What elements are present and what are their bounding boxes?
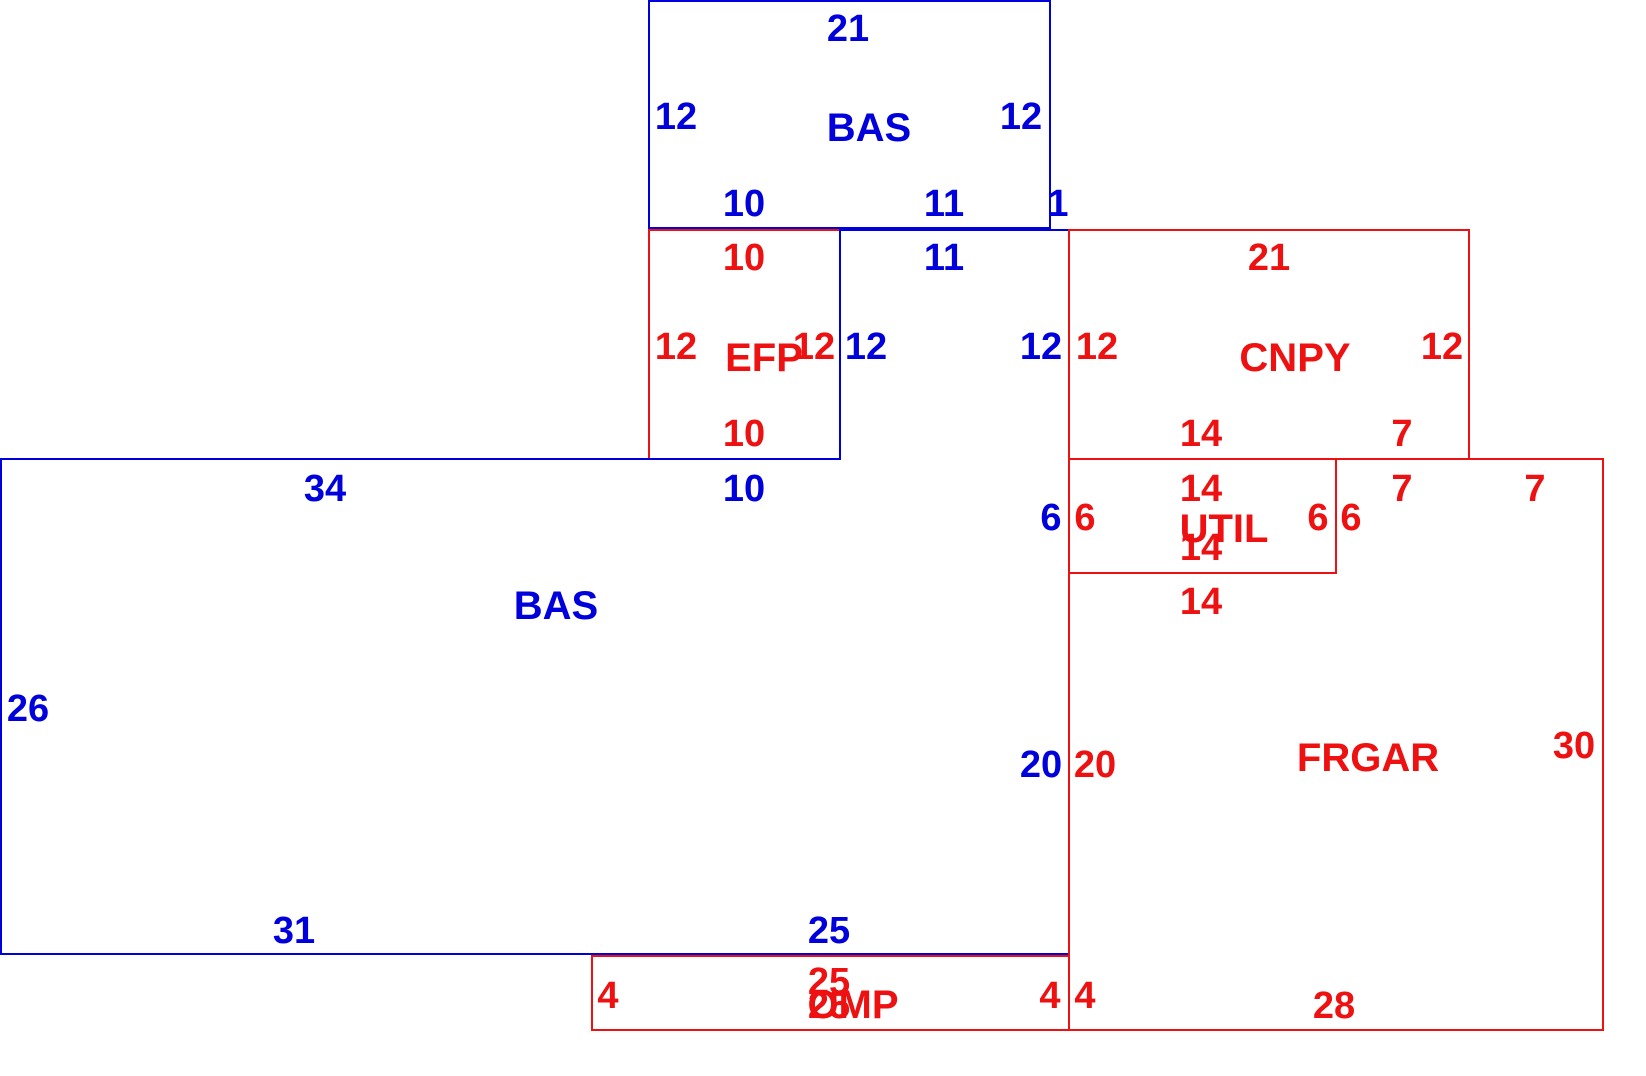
bas-upper-bottom-left-dim: 10	[723, 183, 765, 225]
bas-upper-top-dim: 21	[827, 8, 869, 50]
efp-labels: 10 12 EFP 12 10	[655, 237, 835, 455]
frgar-bottom-dim: 28	[1313, 985, 1355, 1027]
frgar-inner-top-dim: 14	[1180, 581, 1222, 623]
frgar-left-upper-dim: 6	[1340, 497, 1361, 539]
efp-bottom-dim: 10	[723, 413, 765, 455]
efp-top-dim: 10	[723, 237, 765, 279]
bas-main-labels: 11 12 12 34 10 6 BAS 26 20 31 25	[7, 237, 1062, 952]
bas-upper-right-dim: 12	[1000, 96, 1042, 138]
bas-main-top-left-dim: 34	[304, 468, 346, 510]
util-area-name: UTIL	[1180, 507, 1269, 551]
bas-main-top-notch-dim: 10	[723, 468, 765, 510]
bas-main-right-lower-dim: 20	[1020, 744, 1062, 786]
omp-area-name: OMP	[807, 983, 898, 1027]
cnpy-right-dim: 12	[1421, 326, 1463, 368]
omp-top-dim: 25	[808, 961, 850, 1003]
util-top-dim: 14	[1180, 468, 1222, 510]
bas-main-right-upper-dim: 6	[1040, 497, 1061, 539]
util-left-dim: 6	[1074, 497, 1095, 539]
bas-upper-bottom-mid-dim: 11	[924, 183, 964, 225]
omp-labels: 25 4 4 OMP 25	[597, 961, 1060, 1027]
frgar-left-bottom-dim: 4	[1074, 975, 1095, 1017]
cnpy-bottom-left-dim: 14	[1180, 413, 1222, 455]
cnpy-bottom-right-dim: 7	[1391, 413, 1412, 455]
util-bottom-dim: 14	[1180, 527, 1222, 569]
frgar-area-name: FRGAR	[1297, 736, 1439, 780]
omp-bottom-dim: 25	[808, 985, 850, 1027]
frgar-left-lower-dim: 20	[1074, 744, 1116, 786]
bas-main-area-name: BAS	[514, 584, 598, 628]
efp-left-dim: 12	[655, 326, 697, 368]
bas-upper-bottom-right-dim: 1	[1047, 183, 1068, 225]
bas-upper-labels: 21 12 12 BAS 10 11 1	[655, 8, 1069, 225]
omp-right-dim: 4	[1039, 975, 1060, 1017]
frgar-top-right-dim: 7	[1524, 468, 1545, 510]
util-labels: 14 6 UTIL 6 14	[1074, 468, 1328, 569]
omp-left-dim: 4	[597, 975, 618, 1017]
bas-main-bottom-left-dim: 31	[273, 910, 315, 952]
frgar-labels: 7 7 6 14 30 FRGAR 20 4 28	[1074, 468, 1595, 1027]
bas-upper-outline	[648, 0, 1051, 229]
bas-upper-left-dim: 12	[655, 96, 697, 138]
efp-area-name: EFP	[725, 336, 803, 380]
area-outlines	[0, 0, 1604, 1031]
frgar-top-mid-dim: 7	[1391, 468, 1412, 510]
frgar-outline	[1068, 458, 1604, 1031]
bas-main-notch-left-dim: 12	[845, 326, 887, 368]
bas-main-notch-top-dim: 11	[924, 237, 964, 279]
cnpy-top-dim: 21	[1248, 237, 1290, 279]
bas-main-left-dim: 26	[7, 688, 49, 730]
bas-main-bottom-right-dim: 25	[808, 910, 850, 952]
cnpy-labels: 21 12 CNPY 12 14 7	[1076, 237, 1463, 455]
util-right-dim: 6	[1307, 497, 1328, 539]
omp-outline	[591, 955, 1070, 1031]
cnpy-left-dim: 12	[1076, 326, 1118, 368]
efp-right-dim: 12	[793, 326, 835, 368]
bas-main-notch-right-dim: 12	[1020, 326, 1062, 368]
bas-upper-area-name: BAS	[827, 106, 911, 150]
frgar-right-dim: 30	[1553, 725, 1595, 767]
cnpy-area-name: CNPY	[1239, 336, 1350, 380]
